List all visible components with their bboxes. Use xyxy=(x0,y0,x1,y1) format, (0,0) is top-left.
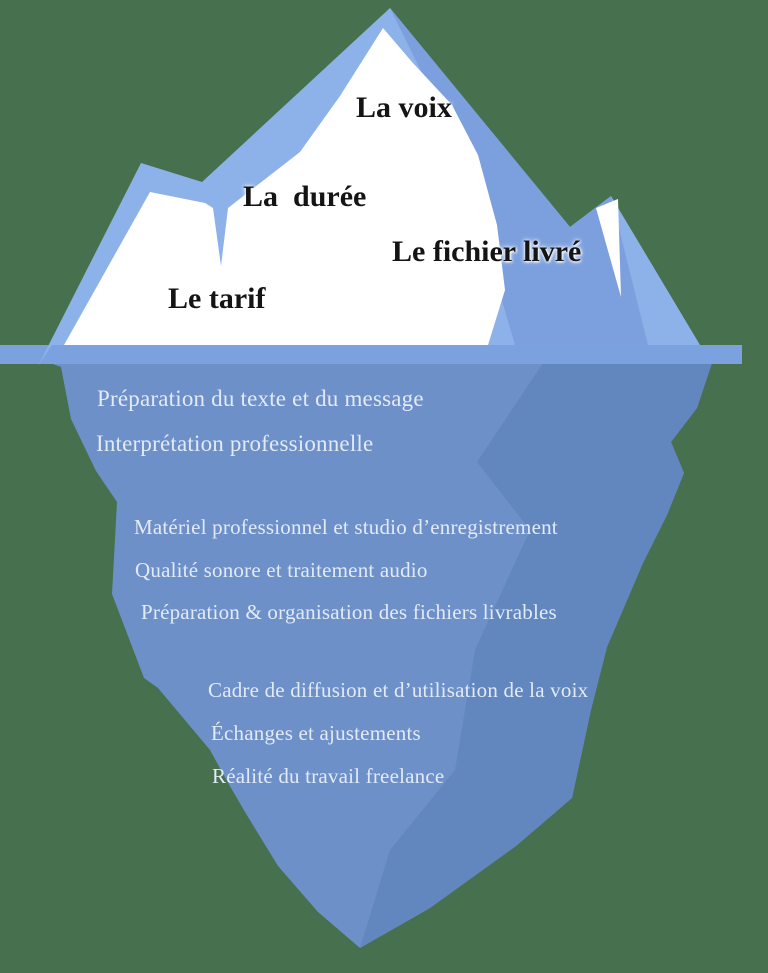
underwater-label-echanges: Échanges et ajustements xyxy=(211,721,421,745)
waterline xyxy=(0,345,742,364)
peak-label-la-duree: La durée xyxy=(243,180,367,213)
peak-label-la-voix: La voix xyxy=(356,91,452,124)
snow-face-right-peak xyxy=(596,199,621,297)
underwater-label-interpretation: Interprétation professionnelle xyxy=(96,431,374,456)
underwater-label-qualite-sonore: Qualité sonore et traitement audio xyxy=(135,558,428,582)
peak-label-le-fichier-livre: Le fichier livré xyxy=(392,235,582,268)
iceberg-above-shaded-facet xyxy=(390,8,648,345)
underwater-label-cadre-diffusion: Cadre de diffusion et d’utilisation de l… xyxy=(208,678,589,702)
underwater-label-preparation-texte: Préparation du texte et du message xyxy=(97,386,424,411)
underwater-label-preparation-fichiers: Préparation & organisation des fichiers … xyxy=(141,600,557,624)
snow-face-main xyxy=(64,28,505,345)
underwater-label-realite-freelance: Réalité du travail freelance xyxy=(212,764,445,788)
iceberg-below-shaded-facet xyxy=(360,363,712,948)
peak-label-le-tarif: Le tarif xyxy=(168,282,266,315)
underwater-label-materiel-studio: Matériel professionnel et studio d’enreg… xyxy=(134,515,558,539)
